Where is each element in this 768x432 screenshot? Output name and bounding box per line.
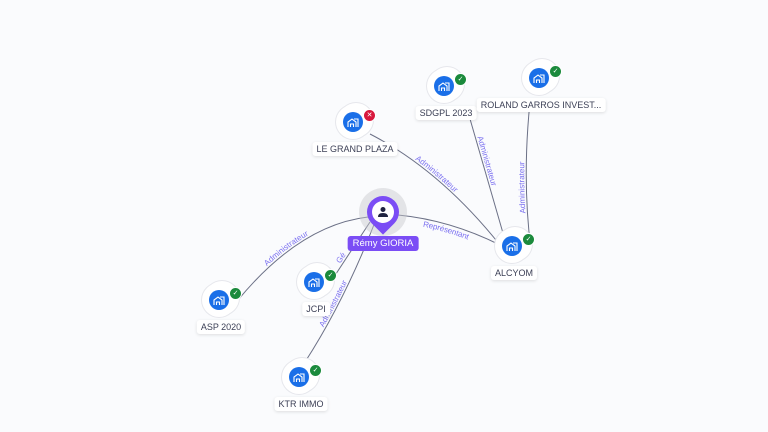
svg-text:Administrateur: Administrateur [517,161,527,214]
edge-label: Administrateur [414,154,460,195]
edge-label: Administrateur [262,229,310,268]
active-status-icon: ✓ [324,269,337,282]
active-status-icon: ✓ [229,287,242,300]
company-label: JCPI [302,302,330,316]
building-icon [529,68,549,88]
svg-text:Gé: Gé [334,250,348,264]
edge-label: Administrateur [517,161,527,214]
company-label: ROLAND GARROS INVEST... [476,98,606,112]
building-icon [502,236,522,256]
company-label: SDGPL 2023 [415,106,477,120]
building-icon [209,290,229,310]
edge-sdgpl-alcyom[interactable]: Administrateur [467,111,506,241]
company-label: ALCYOM [490,266,538,280]
edge-roland-garros-alcyom[interactable]: Administrateur [517,101,532,251]
active-status-icon: ✓ [454,73,467,86]
person-label: Rémy GIORIA [347,236,419,251]
active-status-icon: ✓ [309,364,322,377]
svg-text:Administrateur: Administrateur [262,229,310,268]
company-label: KTR IMMO [274,397,328,411]
company-label: LE GRAND PLAZA [312,142,398,156]
building-icon [434,76,454,96]
svg-text:Représentant: Représentant [422,220,471,242]
active-status-icon: ✓ [549,65,562,78]
company-label: ASP 2020 [196,320,246,334]
svg-text:Administrateur: Administrateur [414,154,460,195]
active-status-icon: ✓ [522,233,535,246]
building-icon [343,112,363,132]
closed-status-icon: ✕ [363,109,376,122]
person-icon [372,201,394,223]
edge-label: Représentant [422,220,471,242]
building-icon [289,367,309,387]
edge-label: Gé [334,250,348,264]
building-icon [304,272,324,292]
